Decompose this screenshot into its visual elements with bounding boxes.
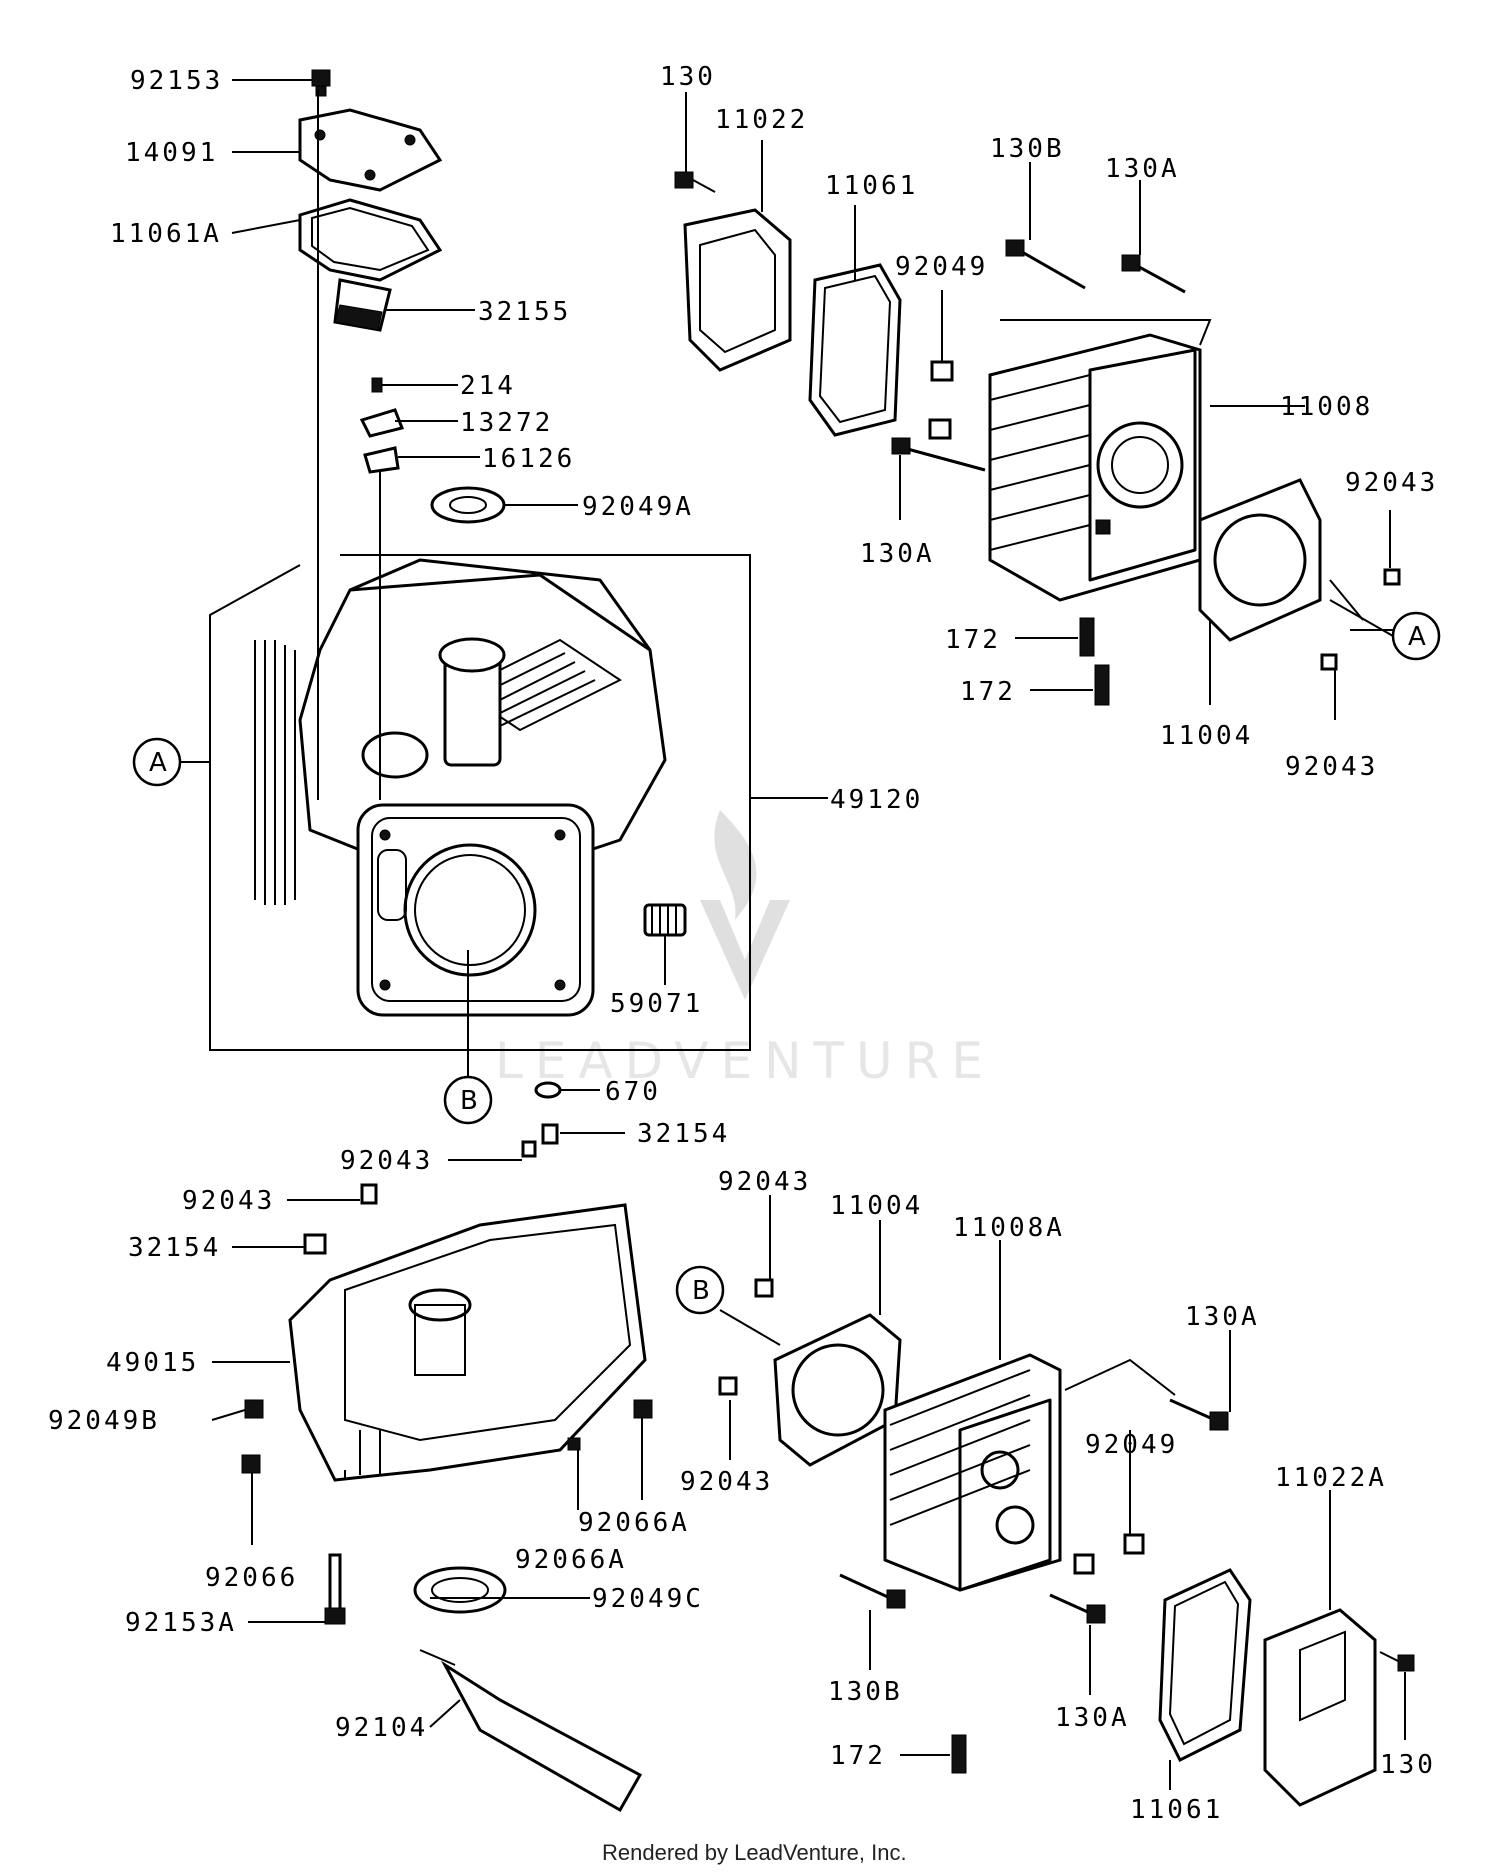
label-130B-bot: 130B: [828, 1677, 903, 1707]
label-32154-top: 32154: [637, 1119, 730, 1149]
studs-172-top: [1079, 617, 1110, 706]
label-670: 670: [605, 1077, 661, 1107]
label-11022A: 11022A: [1275, 1463, 1387, 1493]
label-13272: 13272: [460, 408, 553, 438]
head-gasket-11004-bottom-part: [773, 1313, 902, 1467]
oil-seal-92049C-part: [413, 1566, 507, 1614]
gasket-11061-top-part: [808, 263, 902, 437]
label-172-b: 172: [960, 677, 1016, 707]
dowels-92043-bottom: [718, 1278, 774, 1396]
watermark-text: LEADVENTURE: [495, 1032, 995, 1090]
svg-text:B: B: [460, 1086, 478, 1116]
o-ring-670-part: [534, 1081, 562, 1099]
crankcase-49015-part: [288, 1203, 647, 1482]
callout-a-right: A: [1391, 611, 1441, 661]
label-11008: 11008: [1280, 392, 1373, 422]
leader-lines: [211, 79, 1406, 1790]
bolts-130A-130B-bottom: [839, 1398, 1229, 1624]
callout-a-left: A: [132, 737, 182, 787]
label-11022: 11022: [715, 105, 808, 135]
label-92049B: 92049B: [48, 1406, 160, 1436]
label-11004-top: 11004: [1160, 721, 1253, 751]
cover-14091-part: [298, 108, 443, 192]
dowels-92043-top: [1320, 568, 1401, 671]
label-130-top: 130: [660, 62, 716, 92]
label-11061-bot: 11061: [1130, 1795, 1223, 1825]
cooling-fins: [254, 640, 296, 905]
oil-seal-92049A-part: [430, 486, 506, 524]
label-14091: 14091: [125, 138, 218, 168]
cylinder-head-11008A-part: [883, 1353, 1062, 1592]
nuts-92049-bottom: [1073, 1533, 1145, 1575]
label-130B-top: 130B: [990, 134, 1065, 164]
svg-text:A: A: [1408, 622, 1426, 652]
bolt-92153-part: [311, 69, 331, 97]
label-11061-top: 11061: [825, 171, 918, 201]
label-92066: 92066: [205, 1563, 298, 1593]
label-92049A: 92049A: [582, 492, 694, 522]
svg-text:B: B: [692, 1276, 710, 1306]
small-parts-214-13272-16126: [359, 377, 405, 474]
label-130A-b2: 130A: [1055, 1703, 1130, 1733]
rocker-cover-11022-part: [683, 208, 792, 372]
label-92066A-a: 92066A: [578, 1508, 690, 1538]
callout-b-bottom: B: [443, 1075, 493, 1125]
label-92043-r1: 92043: [1345, 468, 1438, 498]
gasket-11061-bottom-part: [1158, 1568, 1252, 1763]
label-130A-b1: 130A: [1185, 1302, 1260, 1332]
cylinder-head-11008-part: [988, 333, 1202, 602]
label-92066A-b: 92066A: [515, 1545, 627, 1575]
label-32154-left: 32154: [128, 1233, 221, 1263]
label-11004-bot: 11004: [830, 1191, 923, 1221]
label-11061A: 11061A: [110, 219, 222, 249]
label-92049-top: 92049: [895, 252, 988, 282]
spring-59071-part: [643, 903, 687, 937]
label-49015: 49015: [106, 1348, 199, 1378]
label-92043-r2: 92043: [1285, 752, 1378, 782]
breather-32155-part: [333, 278, 392, 332]
gasket-11061A-part: [298, 198, 443, 282]
dowels-and-plugs-left: [303, 1123, 559, 1255]
bolt-130-bottom-part: [1379, 1651, 1415, 1672]
svg-text:A: A: [149, 748, 167, 778]
bolt-92153A-part: [324, 1553, 346, 1625]
label-49120: 49120: [830, 785, 923, 815]
label-172-c: 172: [830, 1741, 886, 1771]
nuts-92049B-92066: [241, 1399, 653, 1474]
label-130A-top: 130A: [1105, 154, 1180, 184]
label-92049C: 92049C: [592, 1584, 704, 1614]
label-92043-b2: 92043: [680, 1467, 773, 1497]
label-92153A: 92153A: [125, 1608, 237, 1638]
label-32155: 32155: [478, 297, 571, 327]
label-92043-b1: 92043: [718, 1167, 811, 1197]
label-16126: 16126: [482, 444, 575, 474]
bolt-130-top-part: [674, 171, 716, 193]
footer-credit: Rendered by LeadVenture, Inc.: [602, 1840, 907, 1865]
label-59071: 59071: [610, 989, 703, 1019]
label-130-bot: 130: [1380, 1750, 1436, 1780]
nuts-92049-top: [928, 360, 954, 440]
bolts-130A-130B-top: [891, 239, 1186, 472]
label-92049-bot: 92049: [1085, 1430, 1178, 1460]
part-labels: 92153 14091 11061A 32155 214 13272 16126…: [48, 62, 1438, 1825]
head-gasket-11004-top-part: [1198, 478, 1322, 642]
cylinder-block-49120-part: [254, 558, 667, 1017]
label-130A-mid: 130A: [860, 539, 935, 569]
label-92043-l1: 92043: [340, 1146, 433, 1176]
label-92153: 92153: [130, 66, 223, 96]
label-92104: 92104: [335, 1713, 428, 1743]
rocker-cover-11022A-part: [1263, 1608, 1377, 1807]
label-214: 214: [460, 371, 516, 401]
label-172-a: 172: [945, 625, 1001, 655]
watermark-logo: [700, 810, 790, 1000]
label-92043-l2: 92043: [182, 1186, 275, 1216]
stud-172-bottom-part: [951, 1734, 967, 1774]
sealant-tube-92104-part: [419, 1649, 643, 1813]
label-11008A: 11008A: [953, 1213, 1065, 1243]
callout-b-lower: B: [675, 1265, 725, 1315]
